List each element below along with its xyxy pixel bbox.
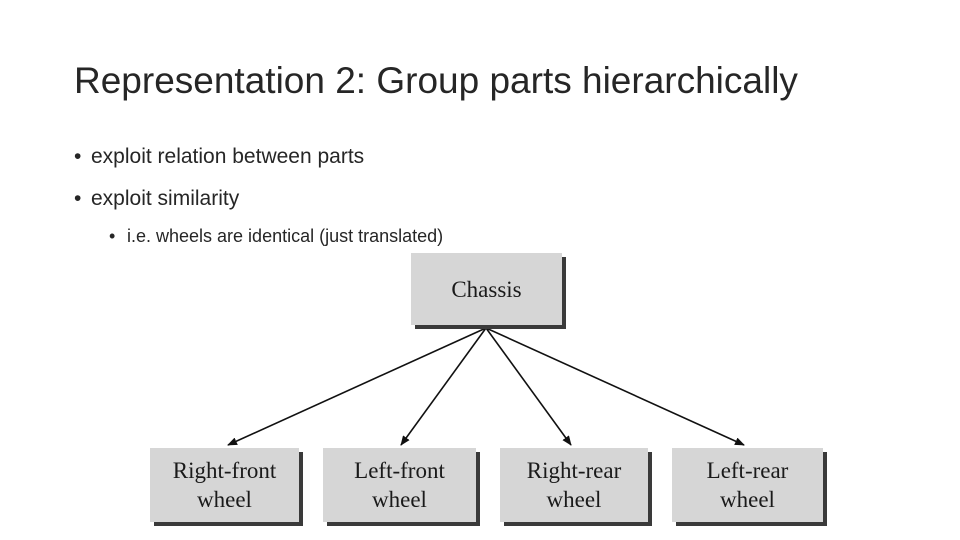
bullet-dot-icon: • bbox=[109, 226, 116, 246]
slide-title: Representation 2: Group parts hierarchic… bbox=[74, 60, 798, 101]
bullet-item: • exploit similarity bbox=[74, 188, 364, 209]
left-front-wheel-node: Left-front wheel bbox=[323, 448, 476, 522]
bullet-text: exploit relation between parts bbox=[91, 145, 365, 168]
sub-bullet-list: • i.e. wheels are identical (just transl… bbox=[109, 226, 443, 246]
right-front-wheel-node: Right-front wheel bbox=[150, 448, 299, 522]
left-rear-wheel-node: Left-rear wheel bbox=[672, 448, 823, 522]
sub-bullet-item: • i.e. wheels are identical (just transl… bbox=[109, 226, 443, 246]
arrow-to-right-rear-wheel bbox=[485, 327, 572, 446]
node-label: Left-front wheel bbox=[354, 458, 445, 512]
bullet-list: • exploit relation between parts • explo… bbox=[74, 146, 364, 230]
bullet-dot-icon: • bbox=[74, 145, 82, 168]
bullet-item: • exploit relation between parts bbox=[74, 146, 364, 167]
node-label: Left-rear wheel bbox=[706, 458, 789, 512]
chassis-node: Chassis bbox=[411, 253, 562, 325]
right-rear-wheel-node: Right-rear wheel bbox=[500, 448, 648, 522]
node-label: Right-rear wheel bbox=[526, 458, 622, 512]
bullet-dot-icon: • bbox=[74, 187, 82, 210]
node-label: Right-front wheel bbox=[172, 458, 277, 512]
arrow-to-left-front-wheel bbox=[400, 327, 487, 446]
sub-bullet-text: i.e. wheels are identical (just translat… bbox=[127, 226, 444, 246]
arrow-to-left-rear-wheel bbox=[485, 327, 745, 446]
arrow-to-right-front-wheel bbox=[227, 327, 487, 446]
bullet-text: exploit similarity bbox=[91, 187, 240, 210]
chassis-label: Chassis bbox=[451, 276, 522, 302]
